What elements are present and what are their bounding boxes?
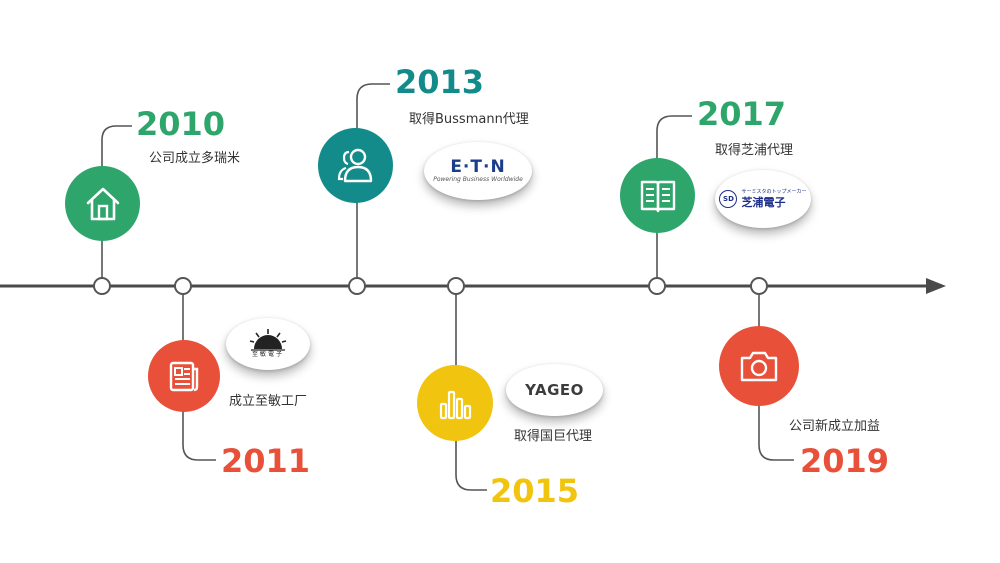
year-2019: 2019 bbox=[800, 442, 890, 480]
shibaura-logo-tagline: サーミスタのトップメーカー bbox=[741, 189, 807, 195]
year-2015: 2015 bbox=[490, 472, 580, 510]
connector-2013 bbox=[356, 83, 390, 286]
node-2017 bbox=[648, 277, 666, 295]
connector-2011 bbox=[182, 286, 216, 461]
event-circle-2017 bbox=[620, 158, 695, 233]
house-icon bbox=[86, 187, 119, 220]
event-desc-2013: 取得Bussmann代理 bbox=[409, 112, 529, 127]
event-desc-2017: 取得芝浦代理 bbox=[715, 143, 794, 158]
newspaper-icon bbox=[169, 361, 199, 392]
node-2010 bbox=[93, 277, 111, 295]
event-circle-2015 bbox=[417, 365, 493, 441]
node-2013 bbox=[348, 277, 366, 295]
event-desc-2015: 取得国巨代理 bbox=[514, 429, 593, 444]
node-2019 bbox=[750, 277, 768, 295]
shibaura-logo-text: 芝浦電子 bbox=[741, 196, 786, 209]
year-2011: 2011 bbox=[221, 442, 311, 480]
event-circle-2013 bbox=[318, 128, 393, 203]
book-icon bbox=[640, 180, 675, 212]
camera-icon bbox=[740, 351, 778, 382]
logo-shibaura: SD サーミスタのトップメーカー 芝浦電子 bbox=[715, 170, 811, 228]
users-icon bbox=[337, 148, 372, 182]
logo-zhimin: 至敏電子 bbox=[226, 318, 310, 370]
event-circle-2011 bbox=[148, 340, 220, 412]
zhimin-logo-text: 至敏電子 bbox=[251, 351, 284, 358]
shibaura-logo-mark: SD bbox=[719, 190, 738, 208]
year-2017: 2017 bbox=[697, 95, 787, 133]
event-circle-2019 bbox=[719, 326, 799, 406]
year-2013: 2013 bbox=[395, 63, 485, 101]
event-circle-2010 bbox=[65, 166, 140, 241]
event-desc-2019: 公司新成立加益 bbox=[789, 419, 881, 434]
node-2011 bbox=[174, 277, 192, 295]
node-2015 bbox=[447, 277, 465, 295]
logo-eaton: E·T·N Powering Business Worldwide bbox=[424, 142, 532, 200]
timeline-arrow bbox=[926, 278, 946, 294]
connector-2010 bbox=[101, 125, 132, 286]
shibaura-logo: SD サーミスタのトップメーカー 芝浦電子 bbox=[719, 189, 807, 209]
bar-chart-icon bbox=[439, 390, 472, 420]
eaton-logo-tagline: Powering Business Worldwide bbox=[433, 176, 523, 183]
event-desc-2011: 成立至敏工厂 bbox=[229, 394, 308, 409]
yageo-logo-text: YAGEO bbox=[525, 381, 584, 399]
eaton-logo-text: E·T·N bbox=[450, 157, 506, 177]
connector-2019 bbox=[758, 286, 794, 461]
connector-2015 bbox=[455, 286, 487, 491]
zhimin-logo-mark bbox=[249, 329, 287, 351]
year-2010: 2010 bbox=[136, 105, 226, 143]
connector-2017 bbox=[656, 115, 692, 286]
event-desc-2010: 公司成立多瑞米 bbox=[149, 151, 241, 166]
logo-yageo: YAGEO bbox=[506, 364, 603, 416]
